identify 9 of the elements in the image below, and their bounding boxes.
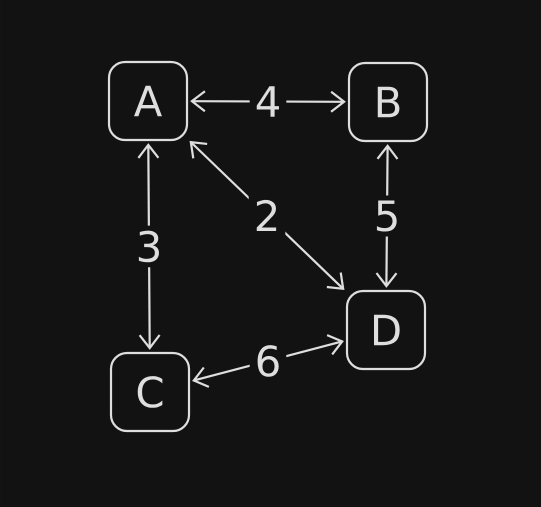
rounded-box: A [108,60,188,142]
edge-label: 2 [248,194,286,236]
rounded-box: D [346,290,426,370]
rounded-box: B [348,62,428,142]
edge-label: 5 [368,195,406,237]
edge-label: 4 [250,81,286,122]
edge-label: 6 [250,340,286,382]
rounded-box: C [110,352,190,432]
edge-label: 3 [130,226,168,268]
